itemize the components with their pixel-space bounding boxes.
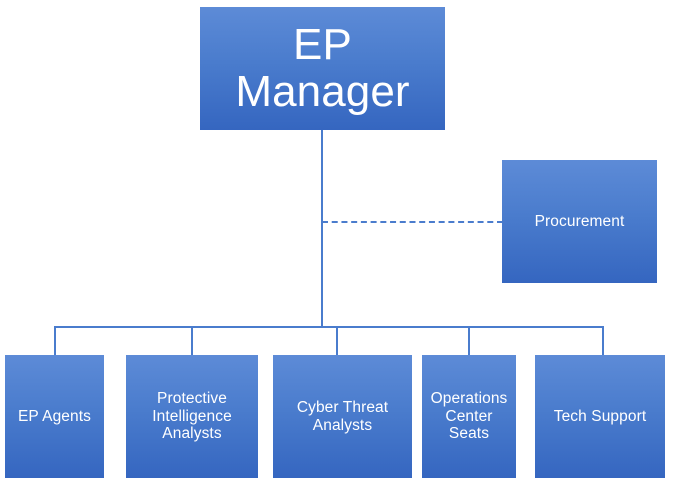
node-procurement[interactable]: Procurement [502, 160, 657, 283]
node-protective-intelligence-analysts-label: Protective Intelligence Analysts [152, 390, 232, 443]
node-ep-manager-label: EP Manager [235, 20, 410, 116]
connector-drop-tech-support [602, 326, 604, 356]
node-ep-manager[interactable]: EP Manager [200, 7, 445, 130]
node-cyber-threat-analysts-label: Cyber Threat Analysts [296, 399, 389, 434]
node-cyber-threat-analysts[interactable]: Cyber Threat Analysts [273, 355, 412, 478]
node-ep-agents-label: EP Agents [17, 407, 91, 425]
node-ep-agents[interactable]: EP Agents [5, 355, 104, 478]
connector-drop-cyber-threat-analysts [336, 326, 338, 356]
node-operations-center-seats[interactable]: Operations Center Seats [422, 355, 516, 478]
connector-root-stem [321, 130, 323, 328]
node-procurement-label: Procurement [534, 212, 625, 230]
connector-drop-protective-intelligence-analysts [191, 326, 193, 356]
node-protective-intelligence-analysts[interactable]: Protective Intelligence Analysts [126, 355, 258, 478]
connector-dashed-procurement [322, 221, 503, 223]
connector-drop-operations-center-seats [468, 326, 470, 356]
node-tech-support[interactable]: Tech Support [535, 355, 665, 478]
node-operations-center-seats-label: Operations Center Seats [430, 390, 508, 443]
connector-horizontal-bar [55, 326, 604, 328]
connector-drop-ep-agents [54, 326, 56, 356]
node-tech-support-label: Tech Support [553, 407, 647, 425]
